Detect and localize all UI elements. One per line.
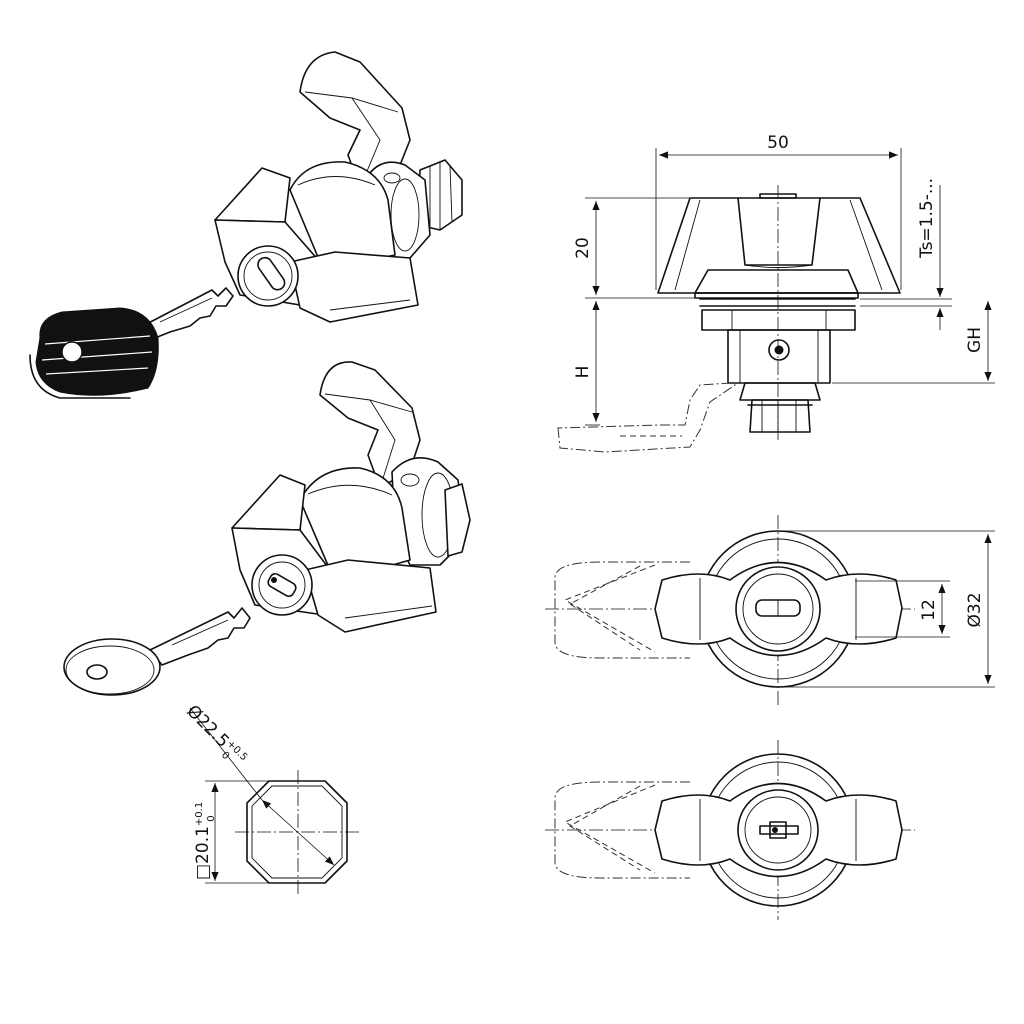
top-view-key (545, 740, 915, 920)
ts-label: Ts=1.5-... (917, 178, 937, 259)
gh-label: GH (965, 327, 985, 353)
diameter-label: Ø32 (965, 592, 985, 627)
side-view: 50 20 H Ts=1.5-... GH (557, 133, 995, 453)
cutout-diagonal-label: Ø22.5+0.50 (180, 701, 250, 771)
iso-view-latch-round-key (63, 361, 471, 696)
width-label: 50 (767, 133, 789, 153)
h-label: H (573, 366, 593, 379)
top-view-slot: Ø32 12 (545, 515, 995, 705)
iso-view-latch-black-key (29, 51, 463, 399)
cutout-square-label: □20.1+0.10 (193, 802, 217, 880)
cutout-outline (246, 780, 348, 884)
height-label: 20 (573, 237, 593, 259)
handle-profile (657, 197, 901, 294)
panel-cutout-view: Ø22.5+0.50 □20.1+0.10 (180, 701, 360, 895)
slot-label: 12 (919, 599, 939, 621)
